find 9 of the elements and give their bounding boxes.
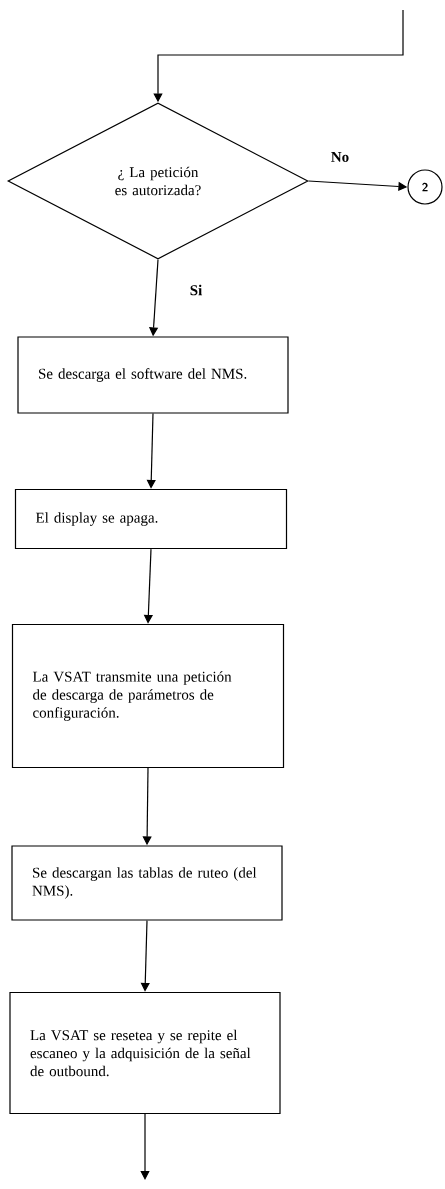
arrow [146,413,156,489]
edge-label: No [329,151,351,163]
process-box: Se descargan las tablas de ruteo (del NMS). [11,845,283,921]
process-box: El display se apaga. [14,488,288,550]
process-box: La VSAT se resetea y se repite el escaneo y la adquisición de la señal de outbound. [9,991,281,1115]
edge-label: Si [188,283,204,297]
arrow [140,920,150,992]
process-box: Se descarga el software del NMS. [17,336,289,414]
process-box: La VSAT transmite una petición de descarga de parámetros de configuración. [11,623,285,769]
